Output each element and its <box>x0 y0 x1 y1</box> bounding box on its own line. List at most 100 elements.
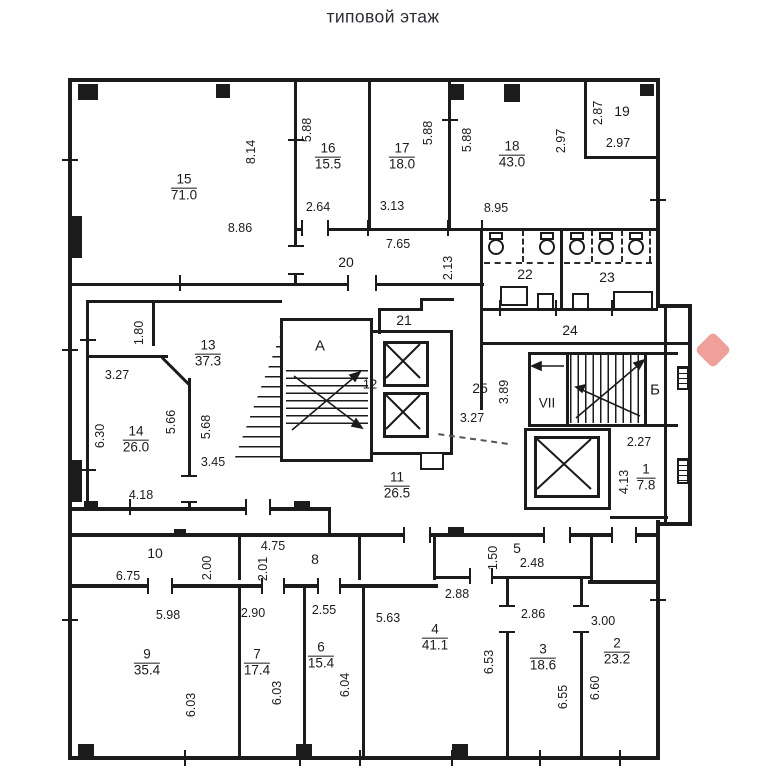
wall <box>160 356 190 386</box>
washbasin-icon <box>537 293 554 310</box>
wall <box>480 342 483 410</box>
dim-tick <box>569 527 571 543</box>
room-area: 71.0 <box>170 187 198 203</box>
dim-tick <box>179 275 181 291</box>
wall <box>506 578 509 756</box>
wall <box>280 318 372 321</box>
room-number: 16 <box>314 141 342 158</box>
room-number: 9 <box>133 647 161 664</box>
wall <box>88 355 168 358</box>
stair-a-treads <box>286 370 368 428</box>
dim-label: 5.63 <box>375 611 401 625</box>
dim-label: 2.27 <box>626 435 652 449</box>
dim-label: 5.68 <box>199 414 213 440</box>
wall <box>588 580 660 584</box>
dim-label: 6.30 <box>93 423 107 449</box>
room-label-2: 2 23.2 <box>603 636 631 668</box>
room-label-11: 11 26.5 <box>383 470 411 502</box>
wall <box>420 298 454 301</box>
dim-tick <box>181 501 197 503</box>
dim-tick <box>283 578 285 594</box>
room-number: 4 <box>421 622 449 639</box>
room-number: 7 <box>243 647 271 664</box>
room-area: 15.4 <box>307 655 335 671</box>
room-area: 26.0 <box>122 439 150 455</box>
toilet-icon <box>597 232 615 256</box>
stair-a-hatch-triangle <box>234 336 280 460</box>
toilet-icon <box>487 232 505 256</box>
threshold-dashed-line <box>438 433 508 445</box>
dim-tick <box>288 139 304 141</box>
wall <box>188 378 191 510</box>
dim-tick <box>171 578 173 594</box>
wall-pilaster <box>504 84 520 102</box>
room-area: 35.4 <box>133 662 161 678</box>
room-label-4: 4 41.1 <box>421 622 449 654</box>
room-number: 18 <box>498 139 526 156</box>
wall <box>70 283 484 286</box>
wall <box>610 516 668 519</box>
room-label-17: 17 18.0 <box>388 141 416 173</box>
dim-label: 5.88 <box>300 117 314 143</box>
dim-label: 2.97 <box>605 136 631 150</box>
zone-label-22: 22 <box>517 266 533 282</box>
dim-tick <box>62 619 78 621</box>
wall <box>528 424 678 427</box>
stair-a-label: А <box>314 337 326 355</box>
wall <box>450 330 453 455</box>
wall <box>584 80 587 159</box>
dim-label: 3.45 <box>200 455 226 469</box>
wall <box>656 520 660 760</box>
dim-label: 2.01 <box>256 556 270 582</box>
dim-label: 2.00 <box>200 555 214 581</box>
zone-label-10: 10 <box>147 545 163 561</box>
stall-front <box>564 262 652 264</box>
dim-label: 4.13 <box>617 469 631 495</box>
dim-tick <box>543 527 545 543</box>
wall <box>86 300 89 510</box>
wall <box>584 156 658 159</box>
zone-label-23: 23 <box>599 269 615 285</box>
zone-label-20: 20 <box>338 254 354 270</box>
wall <box>528 352 531 427</box>
wall <box>70 533 660 537</box>
dim-label: 3.13 <box>379 199 405 213</box>
room-area: 41.1 <box>421 637 449 653</box>
wall <box>238 584 241 756</box>
room-label-14: 14 26.0 <box>122 424 150 456</box>
dim-label: 5.66 <box>164 409 178 435</box>
door-opening <box>302 227 328 232</box>
door-opening <box>579 606 584 632</box>
wall <box>480 308 658 311</box>
toilet-icon <box>627 232 645 256</box>
wall-pilaster <box>452 744 468 756</box>
elevator-shaft <box>383 341 429 387</box>
room-area: 7.8 <box>636 477 656 493</box>
wall <box>480 228 483 346</box>
wall <box>590 534 593 580</box>
dim-tick <box>447 220 449 236</box>
room-number: 14 <box>122 424 150 441</box>
dim-label: 4.75 <box>260 539 286 553</box>
dim-tick <box>499 631 515 633</box>
room-number: 3 <box>529 642 557 659</box>
elevator-shaft <box>383 392 429 438</box>
dim-label: 3.00 <box>590 614 616 628</box>
dim-tick <box>611 300 613 316</box>
stair-vii-label: VII <box>538 395 556 411</box>
wall <box>656 304 692 308</box>
zone-label-24: 24 <box>562 322 578 338</box>
vent-shaft <box>677 458 689 484</box>
wall <box>370 318 373 462</box>
stair-b-label: Б <box>650 381 660 399</box>
room-number: 1 <box>636 462 656 479</box>
dim-label: 7.65 <box>385 237 411 251</box>
dim-tick <box>288 245 304 247</box>
vent-shaft <box>677 366 689 390</box>
wall <box>294 80 297 286</box>
room-number: 15 <box>170 172 198 189</box>
door-opening <box>470 575 492 580</box>
dim-tick <box>429 527 431 543</box>
wall <box>420 298 423 311</box>
